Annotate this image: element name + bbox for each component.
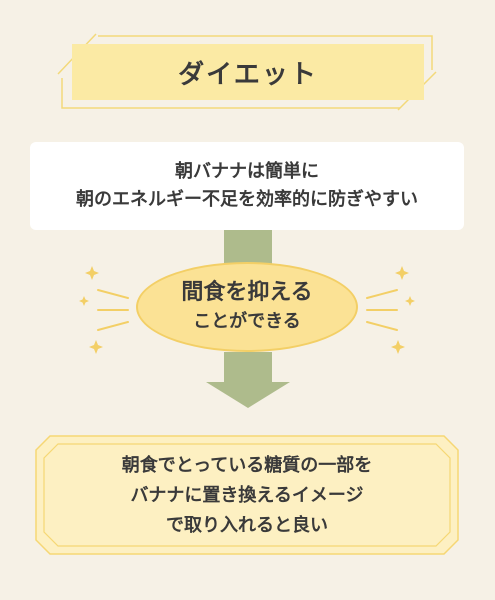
- statement-line-1: 朝バナナは簡単に: [175, 161, 319, 182]
- result-line-1: 間食を抑える: [181, 280, 313, 305]
- statement-box: 朝バナナは簡単に 朝のエネルギー不足を効率的に防ぎやすい: [30, 142, 464, 230]
- statement-line-2: 朝のエネルギー不足を効率的に防ぎやすい: [76, 189, 418, 210]
- advice-line-1: 朝食でとっている糖質の一部を: [121, 455, 373, 476]
- title-banner: ダイエット: [72, 44, 424, 100]
- result-line-2: ことができる: [193, 311, 301, 332]
- result-oval: 間食を抑える ことができる: [136, 262, 358, 352]
- advice-line-3: で取り入れると良い: [166, 515, 328, 536]
- advice-line-2: バナナに置き換えるイメージ: [130, 485, 364, 506]
- title-text: ダイエット: [178, 59, 318, 90]
- advice-text: 朝食でとっている糖質の一部を バナナに置き換えるイメージ で取り入れると良い: [38, 440, 456, 552]
